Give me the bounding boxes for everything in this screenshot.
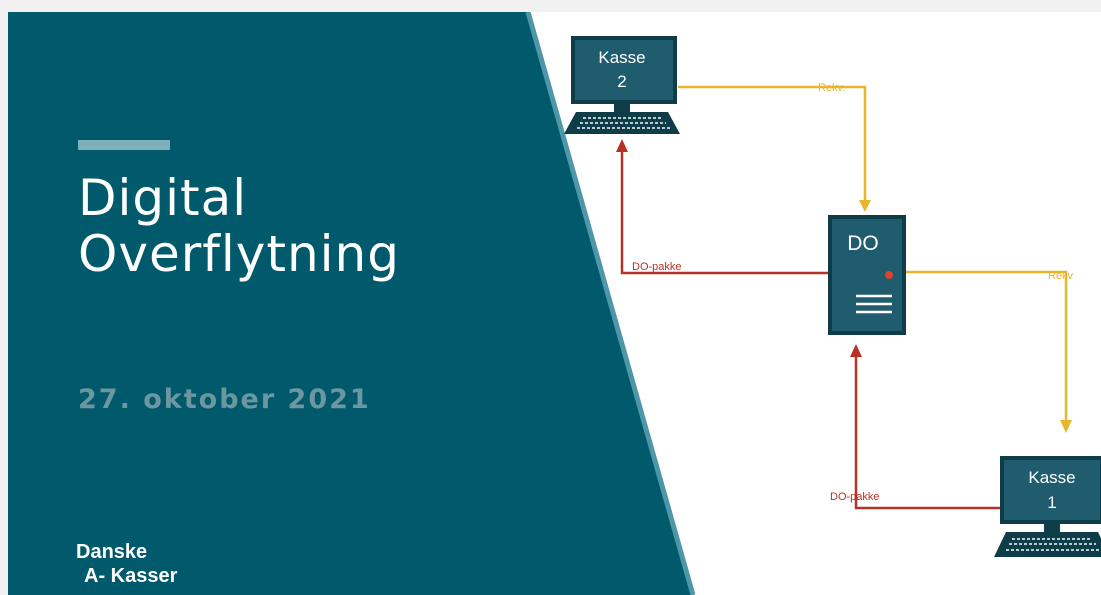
do-label: DO: [847, 232, 879, 255]
title-line-2: Overflytning: [78, 225, 400, 283]
kasse-1-label-line-2: 1: [1047, 493, 1056, 512]
arrow-label-rekv-right: Rekv: [1048, 270, 1074, 282]
slide-date: 27. oktober 2021: [78, 384, 371, 415]
arrow-label-do-pakke-left: DO-pakke: [632, 261, 682, 273]
title-accent-bar: [78, 140, 170, 150]
kasse-2-computer-icon: Kasse 2: [564, 36, 680, 134]
logo-line-2: A- Kasser: [84, 565, 178, 587]
arrow-kasse1-to-do: [854, 350, 1000, 510]
logo-line-1: Danske: [76, 541, 148, 563]
flow-diagram: Rekv. Rekv DO-pakke DO-pakke Kasse 2: [564, 36, 1101, 557]
kasse-1-computer-icon: Kasse 1: [994, 456, 1101, 557]
title-line-1: Digital: [78, 169, 248, 227]
kasse-2-label-line-2: 2: [617, 72, 626, 91]
slide: Digital Overflytning 27. oktober 2021 Da…: [8, 12, 1101, 595]
kasse-2-label-line-1: Kasse: [598, 48, 645, 67]
do-server-icon: DO: [828, 215, 906, 335]
slide-title: Digital Overflytning: [78, 170, 498, 282]
kasse-1-label-line-1: Kasse: [1028, 468, 1075, 487]
arrow-do-to-kasse1: [905, 270, 1068, 430]
arrow-kasse2-to-do: [678, 85, 867, 210]
company-logo: Danske A- Kasser: [76, 540, 177, 588]
title-panel: [8, 12, 696, 595]
arrow-label-rekv-top: Rekv.: [818, 82, 845, 94]
arrow-label-do-pakke-bottom: DO-pakke: [830, 491, 880, 503]
arrow-do-to-kasse2: [620, 144, 828, 275]
